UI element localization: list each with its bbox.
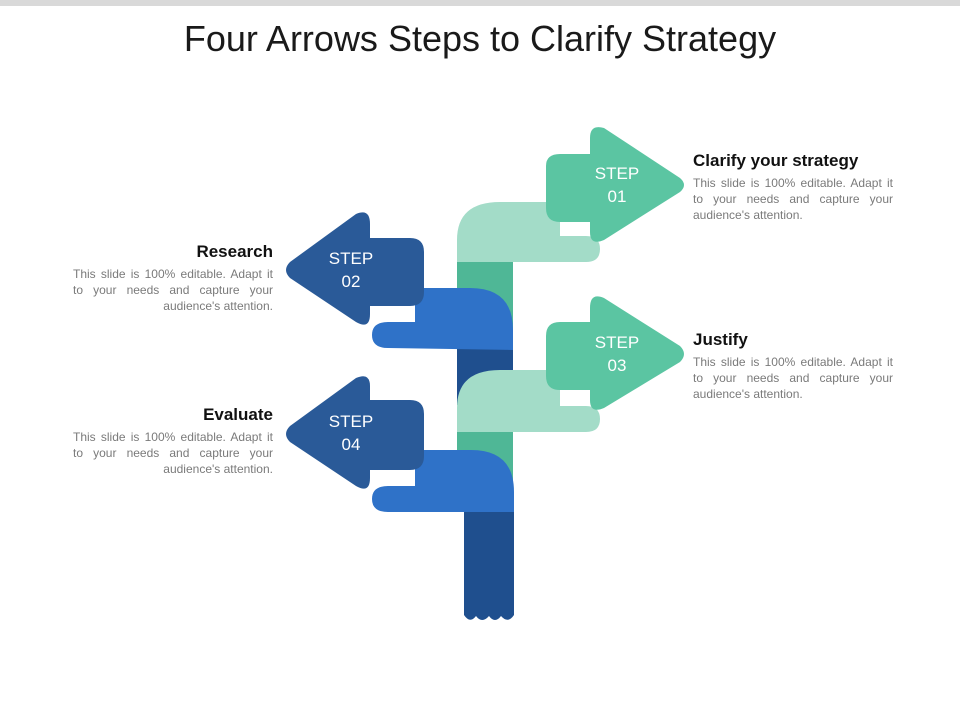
step-02-arrow (286, 212, 424, 325)
step-02-info: Research This slide is 100% editable. Ad… (73, 242, 273, 314)
step-01-label: STEP 01 (572, 162, 662, 208)
step-02-number: 02 (341, 272, 361, 291)
step-01-word: STEP (594, 164, 640, 183)
step-03-heading: Justify (693, 330, 748, 349)
step-04-info: Evaluate This slide is 100% editable. Ad… (73, 405, 273, 477)
step-01-ribbon (457, 202, 600, 262)
step-02-heading: Research (196, 242, 273, 261)
step-04-ribbon (372, 450, 514, 512)
step-01-info: Clarify your strategy This slide is 100%… (693, 151, 893, 223)
step-04-number: 04 (341, 435, 361, 454)
step-01-number: 01 (607, 187, 627, 206)
step-03-number: 03 (607, 356, 627, 375)
step-04-body: This slide is 100% editable. Adapt it to… (73, 430, 273, 476)
step-01-body: This slide is 100% editable. Adapt it to… (693, 176, 893, 222)
step-02-body: This slide is 100% editable. Adapt it to… (73, 267, 273, 313)
trunk (464, 500, 514, 620)
top-bar (0, 0, 960, 6)
step-03-info: Justify This slide is 100% editable. Ada… (693, 330, 893, 402)
step-02-ribbon (372, 288, 513, 350)
step-02-label: STEP 02 (306, 247, 396, 293)
step-01-heading: Clarify your strategy (693, 151, 859, 170)
step-03-word: STEP (594, 333, 640, 352)
step-03-body: This slide is 100% editable. Adapt it to… (693, 355, 893, 401)
step-03-label: STEP 03 (572, 331, 662, 377)
step-02-word: STEP (328, 249, 374, 268)
step-04-label: STEP 04 (306, 410, 396, 456)
step-03-arrow (546, 296, 684, 410)
step-04-heading: Evaluate (203, 405, 273, 424)
step-01-arrow (546, 127, 684, 242)
step-03-ribbon (457, 370, 600, 432)
step-04-word: STEP (328, 412, 374, 431)
slide-title: Four Arrows Steps to Clarify Strategy (183, 18, 777, 59)
step-04-arrow (286, 376, 424, 489)
